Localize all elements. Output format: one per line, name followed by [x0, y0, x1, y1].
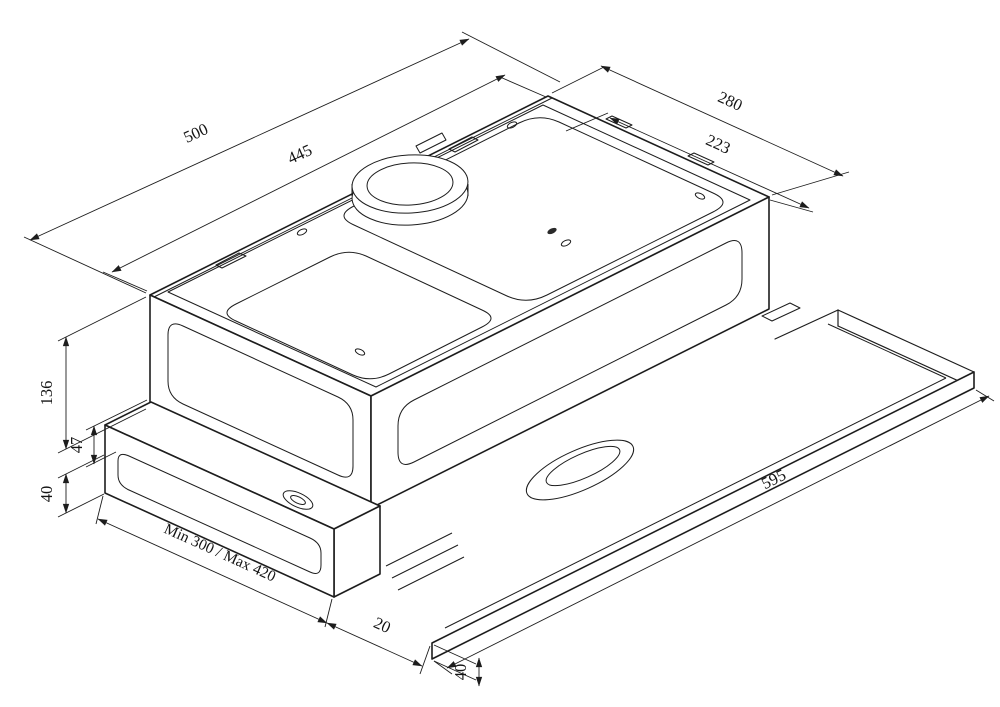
dim-label-280: 280	[715, 87, 745, 115]
drawer-rail-bracket	[761, 302, 801, 322]
visor-latch	[282, 490, 314, 510]
dim-label-47: 47	[67, 437, 86, 454]
dim-line-20	[326, 622, 423, 667]
dim-label-223: 223	[703, 130, 733, 158]
drawer-bottom-right-edge	[837, 325, 975, 389]
dim-line-min-max	[97, 518, 328, 624]
dim-label-136: 136	[37, 381, 56, 406]
dim-label-20: 20	[371, 613, 394, 637]
rail-line	[391, 544, 459, 579]
visor-latch-inner	[290, 495, 306, 505]
dim-label-40-left: 40	[37, 486, 56, 503]
dim-line-595	[446, 395, 990, 669]
dim-line-445	[111, 74, 506, 273]
dim-label-40-right: 40	[451, 664, 470, 681]
drawer-right-inset-line	[827, 323, 947, 379]
screw-hole	[354, 348, 366, 356]
drawer-back-edge	[774, 309, 839, 340]
screw-hole	[506, 121, 518, 129]
screw-hole	[560, 239, 572, 247]
dim-label-445: 445	[285, 140, 315, 168]
rail-line	[397, 556, 465, 591]
grease-filter-panel	[397, 240, 743, 465]
dim-label-500: 500	[181, 119, 211, 147]
drawer-handle-recess	[525, 439, 635, 501]
dim-line-223	[609, 117, 810, 209]
rail-line	[385, 532, 453, 567]
left-front-panel	[167, 323, 354, 478]
drawer-back-right-edge	[837, 309, 975, 373]
telescopic-rails	[385, 532, 465, 591]
clip-mark	[547, 227, 557, 235]
